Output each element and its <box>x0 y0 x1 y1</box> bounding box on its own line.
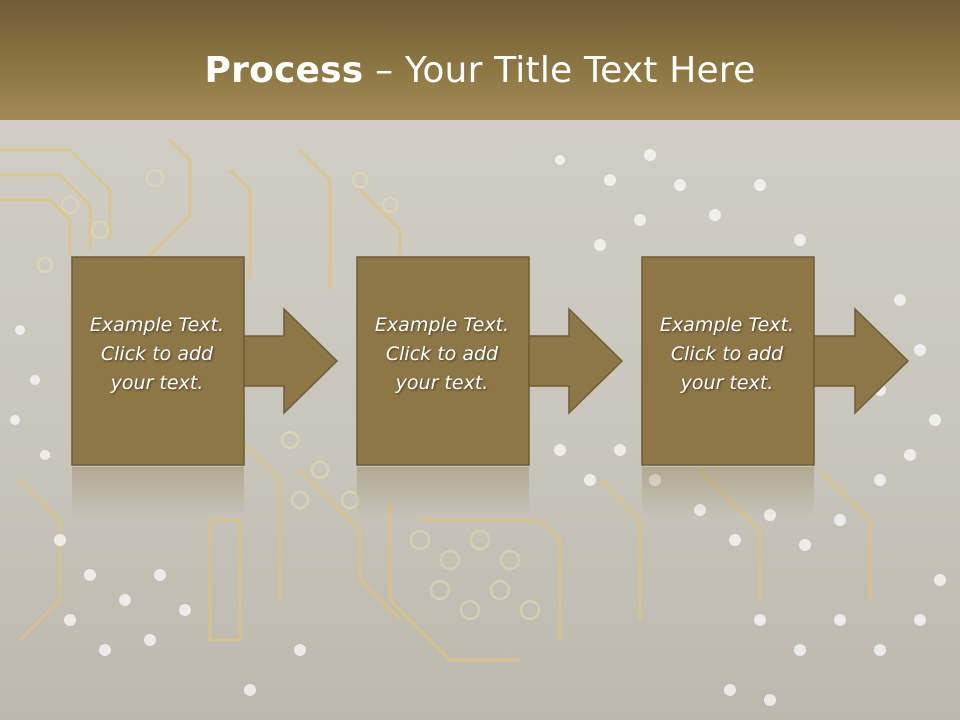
step-1-box[interactable] <box>71 256 245 466</box>
step-2-line-1: Example Text. <box>374 314 510 336</box>
step-1-line-2: Click to add <box>100 343 214 365</box>
step-1-arrow <box>243 307 339 415</box>
process-step-3[interactable] <box>641 256 910 517</box>
process-step-1[interactable] <box>71 256 339 517</box>
step-2-line-2: Click to add <box>385 343 499 365</box>
step-1-reflection <box>72 467 244 517</box>
step-2-line-3: your text. <box>395 372 489 394</box>
step-1-line-3: your text. <box>110 372 204 394</box>
step-1-line-1: Example Text. <box>89 314 225 336</box>
step-3-line-3: your text. <box>680 372 774 394</box>
step-1-text[interactable]: Example Text. Click to add your text. <box>72 311 242 398</box>
step-2-reflection <box>357 467 529 517</box>
title-bold: Process <box>204 50 364 91</box>
step-2-arrow <box>527 307 624 415</box>
step-3-box[interactable] <box>641 256 815 466</box>
step-3-reflection <box>642 467 814 517</box>
step-3-text[interactable]: Example Text. Click to add your text. <box>642 311 812 398</box>
step-3-arrow <box>812 307 910 415</box>
step-3-line-2: Click to add <box>670 343 784 365</box>
step-2-text[interactable]: Example Text. Click to add your text. <box>357 311 527 398</box>
title-rest: – Your Title Text Here <box>363 50 756 91</box>
step-2-box[interactable] <box>356 256 530 466</box>
process-step-2[interactable] <box>356 256 624 517</box>
step-3-line-1: Example Text. <box>659 314 795 336</box>
slide-title[interactable]: Process – Your Title Text Here <box>0 50 960 91</box>
